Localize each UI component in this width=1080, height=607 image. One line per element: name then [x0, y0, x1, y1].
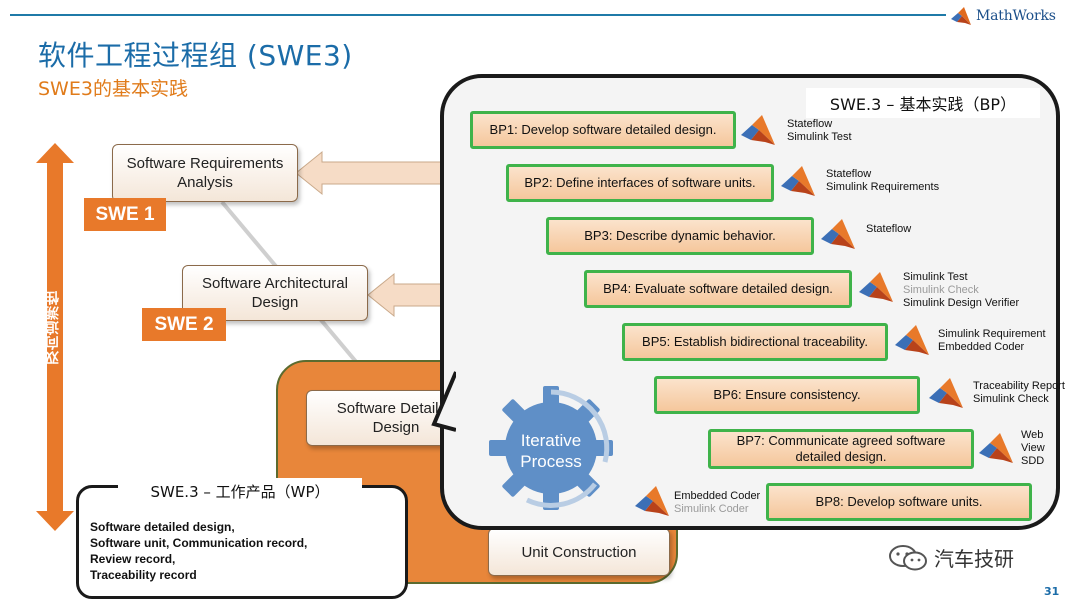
bp5-label: BP5: Establish bidirectional traceabilit… [642, 334, 868, 349]
tool-name: Simulink Design Verifier [903, 297, 1020, 309]
bp2-tools: Stateflow Simulink Requirements [826, 168, 939, 194]
swe2-badge: SWE 2 [142, 308, 226, 341]
requirements-analysis-box: Software Requirements Analysis [112, 144, 298, 202]
detailed-design-box: Software Detailed Design [306, 390, 466, 446]
traceability-arrow-icon [36, 143, 74, 531]
page-number: 31 [1044, 585, 1060, 598]
logo-text: MathWorks [976, 8, 1056, 24]
bp7-box: BP7: Communicate agreed software detaile… [708, 429, 974, 469]
tool-name: View [1021, 442, 1045, 454]
matlab-membrane-icon [741, 115, 775, 145]
bp5-tools: Simulink Requirement Embedded Coder [938, 328, 1046, 354]
tool-name: Stateflow [866, 223, 912, 235]
unit-construction-box: Unit Construction [488, 528, 670, 576]
requirements-analysis-label: Software Requirements Analysis [126, 155, 284, 191]
swe1-badge: SWE 1 [84, 198, 166, 231]
matlab-membrane-icon [781, 166, 815, 196]
bp6-box: BP6: Ensure consistency. [654, 376, 920, 414]
bp8-label: BP8: Develop software units. [815, 494, 983, 509]
requirements-arrow-icon [296, 150, 466, 196]
iterative-gear-icon [489, 386, 613, 510]
bp6-tools: Traceability Report Simulink Check [973, 380, 1065, 406]
bp4-box: BP4: Evaluate software detailed design. [584, 270, 852, 308]
work-product-item: Traceability record [90, 568, 197, 582]
work-product-item: Software unit, Communication record, [90, 536, 308, 550]
work-products-callout [76, 485, 408, 599]
tool-name: Web [1021, 429, 1044, 441]
architectural-design-label: Software Architectural Design [202, 275, 348, 311]
watermark: 汽车技研 [888, 543, 1014, 572]
bp4-tools: Simulink Test Simulink Check Simulink De… [903, 271, 1019, 310]
matlab-membrane-icon [635, 486, 669, 516]
mathworks-logo: MathWorks [950, 4, 1056, 28]
bp8-tools: Embedded Coder Simulink Coder [674, 490, 760, 516]
wechat-icon [889, 544, 927, 570]
tool-name: Simulink Requirement [938, 328, 1046, 340]
tool-name: Simulink Requirements [826, 181, 940, 193]
bp2-box: BP2: Define interfaces of software units… [506, 164, 774, 202]
page-subtitle: SWE3的基本实践 [38, 78, 188, 100]
bp1-tools: Stateflow Simulink Test [787, 118, 852, 144]
work-product-item: Software detailed design, [90, 520, 235, 534]
unit-construction-label: Unit Construction [521, 543, 637, 561]
tool-name: Stateflow [826, 168, 872, 180]
tool-name: Simulink Test [903, 271, 968, 283]
bp1-box: BP1: Develop software detailed design. [470, 111, 736, 149]
work-products-title: SWE.3 – 工作产品（WP） [118, 478, 362, 504]
bp3-tools: Stateflow [866, 223, 911, 236]
tool-name: SDD [1021, 455, 1045, 467]
bp2-label: BP2: Define interfaces of software units… [524, 175, 756, 190]
work-product-item: Review record, [90, 552, 176, 566]
bp7-tools: Web View SDD [1021, 429, 1045, 468]
matlab-membrane-icon [895, 325, 929, 355]
tool-name: Stateflow [787, 118, 833, 130]
tool-name: Simulink Check [903, 284, 979, 296]
header-rule [10, 14, 946, 16]
watermark-text: 汽车技研 [934, 547, 1014, 571]
work-products-list: Software detailed design, Software unit,… [90, 519, 307, 583]
base-practices-title: SWE.3 – 基本实践（BP） [806, 88, 1040, 118]
tool-name: Traceability Report [973, 380, 1065, 392]
matlab-membrane-icon [929, 378, 963, 408]
tool-name: Simulink Coder [674, 503, 749, 515]
bp1-label: BP1: Develop software detailed design. [489, 122, 717, 137]
tool-name: Simulink Test [787, 131, 852, 143]
bp3-box: BP3: Describe dynamic behavior. [546, 217, 814, 255]
tool-name: Embedded Coder [674, 490, 761, 502]
iterative-process-label: Iterative Process [520, 431, 582, 471]
tool-name: Embedded Coder [938, 341, 1025, 353]
tool-name: Simulink Check [973, 393, 1049, 405]
callout-tail [431, 370, 456, 432]
bp6-label: BP6: Ensure consistency. [713, 387, 861, 402]
matlab-membrane-icon [951, 7, 971, 25]
matlab-membrane-icon [821, 219, 855, 249]
bp5-box: BP5: Establish bidirectional traceabilit… [622, 323, 888, 361]
bp3-label: BP3: Describe dynamic behavior. [584, 228, 776, 243]
matlab-membrane-icon [859, 272, 893, 302]
matlab-membrane-icon [979, 433, 1013, 463]
bp4-label: BP4: Evaluate software detailed design. [603, 281, 833, 296]
bp7-label: BP7: Communicate agreed software detaile… [736, 433, 946, 464]
bp8-box: BP8: Develop software units. [766, 483, 1032, 521]
traceability-label: 双向追溯性 [45, 290, 61, 365]
page-title: 软件工程过程组 (SWE3) [38, 39, 353, 72]
detailed-design-label: Software Detailed Design [336, 400, 456, 436]
